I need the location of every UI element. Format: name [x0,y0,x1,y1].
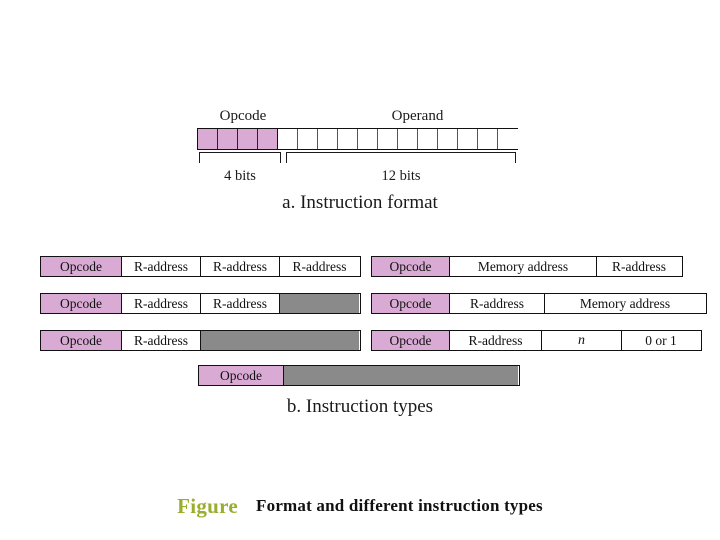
unused-field [280,294,359,313]
r-address-field: R-address [201,257,280,276]
opcode-bit-cell [258,129,278,149]
operand-bit-cell [438,129,458,149]
format-measurement-labels: 4 bits 12 bits [197,168,518,188]
format-measurement-brackets [197,152,518,166]
zero-operand-instruction: Opcode [198,365,520,386]
opcode-field: Opcode [41,257,122,276]
opcode-bit-cell [198,129,218,149]
operand-bit-cell [398,129,418,149]
operand-bit-cell [338,129,358,149]
operand-bit-cell [318,129,338,149]
opcode-field: Opcode [41,294,122,313]
r-address-field: R-address [450,331,542,350]
operand-bit-cell [458,129,478,149]
opcode-field: Opcode [372,331,450,350]
opcode-field-label: Opcode [219,108,267,124]
operand-bit-cell [418,129,438,149]
operand-bit-cell [378,129,398,149]
opcode-width-bracket [199,152,281,163]
figure-caption-text: Format and different instruction types [256,496,543,515]
opcode-field: Opcode [372,294,450,313]
opcode-bit-cell [238,129,258,149]
operand-bit-cell [298,129,318,149]
opcode-bit-cell [218,129,238,149]
n-field: n [542,331,622,350]
part-b-caption: b. Instruction types [286,396,434,417]
r-address-field: R-address [122,331,201,350]
opcode-bits-label: 4 bits [224,168,256,184]
figure-label: Figure [177,493,239,518]
operand-field-label: Operand [391,108,444,124]
r-address-field: R-address [122,257,201,276]
instruction-format-diagram: Opcode Operand 4 bits 12 bits a. Instruc… [0,0,720,230]
r-address-field: R-address [597,257,681,276]
instruction-format-bit-bar [197,128,518,150]
unused-field [201,331,359,350]
opcode-field: Opcode [372,257,450,276]
unused-field [284,366,518,385]
r-address-field: R-address [201,294,280,313]
operand-bit-cell [478,129,498,149]
r-address-field: R-address [122,294,201,313]
memory-address-field: Memory address [450,257,597,276]
r-address-field: R-address [280,257,359,276]
format-field-labels: Opcode Operand [197,108,518,128]
memory-address-field: Memory address [545,294,705,313]
r-address-field: R-address [450,294,545,313]
opcode-field: Opcode [41,331,122,350]
operand-bits-label: 12 bits [381,168,421,184]
figure-caption: Figure Format and different instruction … [0,492,720,520]
part-a-caption: a. Instruction format [282,192,438,213]
operand-bit-cell [278,129,298,149]
opcode-field: Opcode [199,366,284,385]
0-or-1-field: 0 or 1 [622,331,700,350]
operand-width-bracket [286,152,516,163]
operand-bit-cell [498,129,518,149]
operand-bit-cell [358,129,378,149]
